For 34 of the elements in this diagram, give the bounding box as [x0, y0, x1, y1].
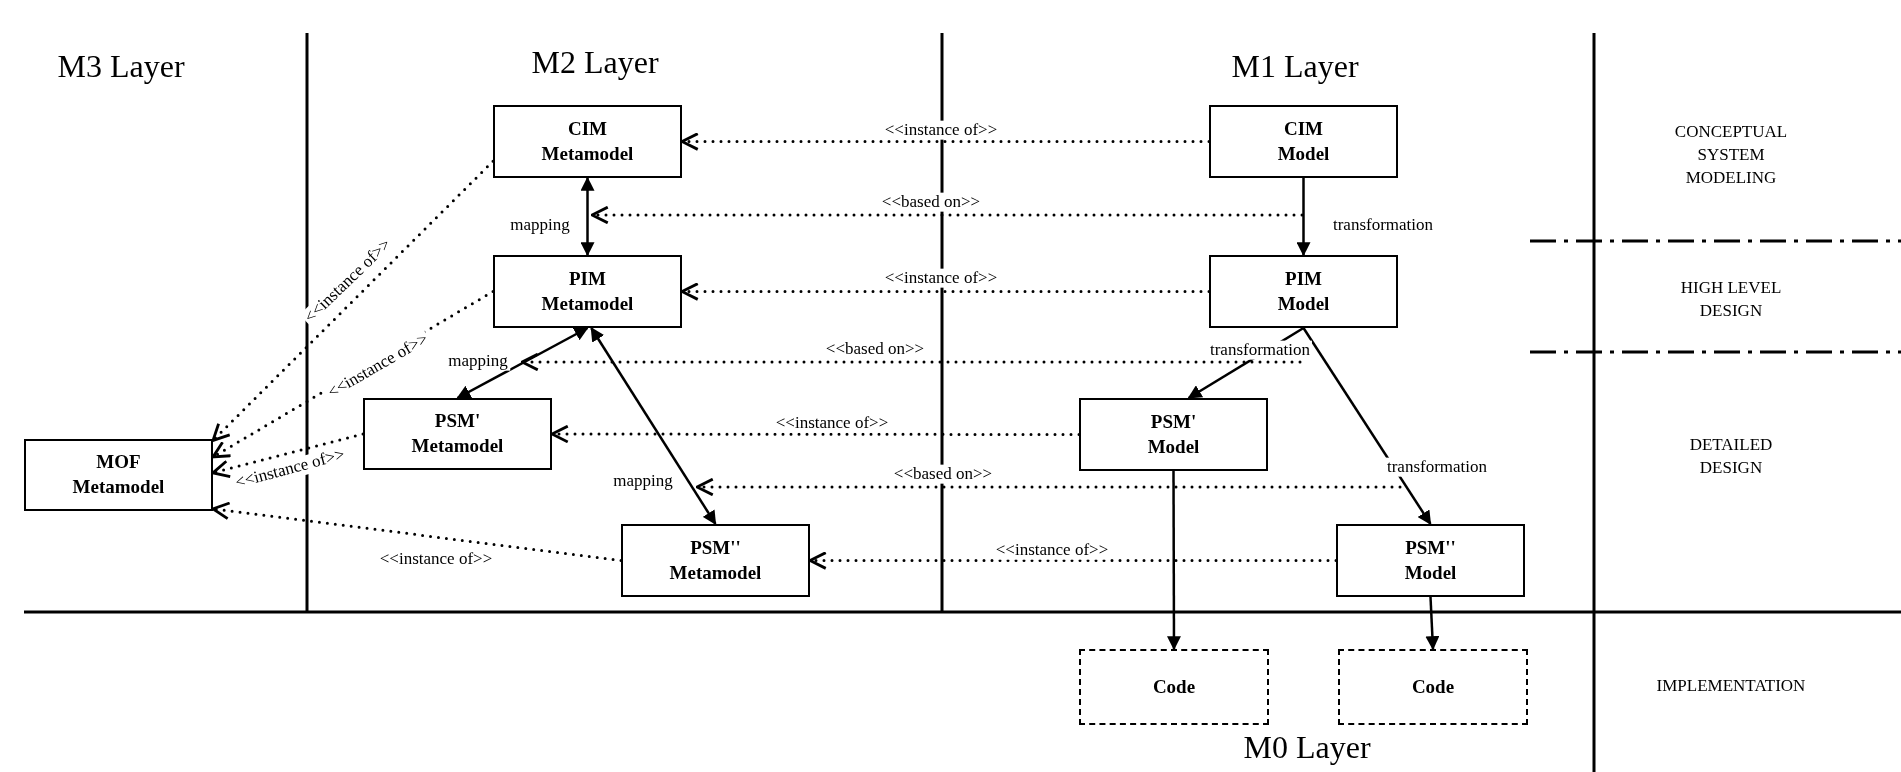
model-box: CIM Metamodel [493, 105, 682, 178]
phase-label: IMPLEMENTATION [1655, 674, 1807, 697]
model-box: PSM'' Model [1336, 524, 1525, 597]
model-box: PIM Metamodel [493, 255, 682, 328]
dotted-arrow [211, 501, 623, 562]
arrow [456, 326, 589, 400]
model-box: PIM Model [1209, 255, 1398, 328]
arrow [1166, 471, 1181, 651]
arrow [1425, 596, 1440, 651]
phase-label: CONCEPTUAL SYSTEM MODELING [1673, 120, 1789, 189]
stereotype-text: <<based on>> [879, 192, 983, 212]
layer-title: M1 Layer [1230, 49, 1360, 85]
edge-label: transformation [1207, 340, 1313, 360]
edge-label: <<instance of>> [882, 120, 1000, 140]
model-box: PSM'' Metamodel [621, 524, 810, 597]
phase-label: DETAILED DESIGN [1688, 434, 1774, 479]
model-box: MOF Metamodel [24, 439, 213, 511]
dotted-arrow [211, 159, 495, 442]
layer-title: M3 Layer [56, 49, 186, 85]
layer-title: M2 Layer [530, 45, 660, 81]
dashed-box: Code [1338, 649, 1528, 725]
arrow [590, 327, 717, 525]
model-box: CIM Model [1209, 105, 1398, 178]
arrow [1296, 178, 1311, 257]
edge-label: transformation [1384, 457, 1490, 477]
arrow [580, 176, 595, 257]
dashed-box: Code [1079, 649, 1269, 725]
edge-label: <<instance of>> [882, 268, 1000, 288]
layer-title: M0 Layer [1242, 730, 1372, 766]
model-box: PSM' Model [1079, 398, 1268, 471]
stereotype-text: <<based on>> [891, 464, 995, 484]
phase-label: HIGH LEVEL DESIGN [1679, 277, 1783, 322]
model-box: PSM' Metamodel [363, 398, 552, 470]
arrow [1302, 327, 1432, 525]
